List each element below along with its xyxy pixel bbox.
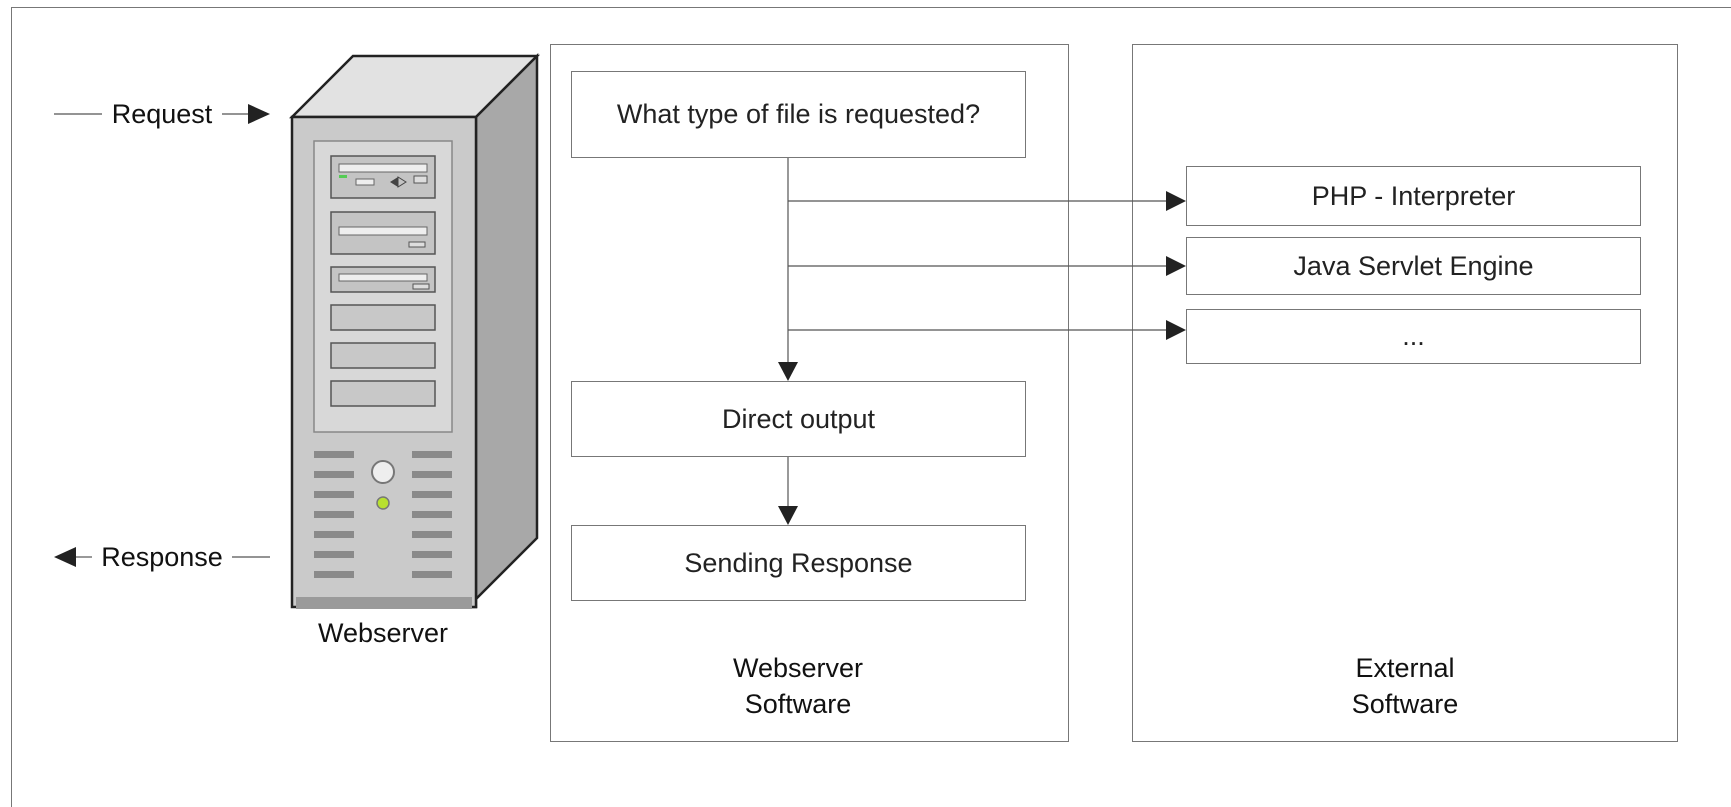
php-interpreter-text: PHP - Interpreter [1311,180,1516,211]
direct-output-text: Direct output [721,403,876,434]
java-servlet-engine-box: Java Servlet Engine [1186,237,1641,295]
external-software-caption-line2: Software [1351,689,1459,719]
direct-output-box: Direct output [571,381,1026,457]
question-text: What type of file is requested? [616,99,981,129]
external-software-caption-line1: External [1355,653,1455,683]
sending-response-text: Sending Response [684,547,913,578]
webserver-software-caption-line1: Webserver [732,653,864,683]
java-servlet-engine-text: Java Servlet Engine [1293,250,1534,281]
ellipsis-text: ... [1402,321,1425,351]
flow-lines [778,158,1186,525]
webserver-software-caption-line2: Software [744,689,852,719]
sending-response-box: Sending Response [571,525,1026,601]
diagram-frame [11,7,1731,807]
connectors [54,52,1186,609]
external-software-caption: External Software [1257,650,1553,722]
webserver-software-caption: Webserver Software [650,650,946,722]
external-software-panel [1132,44,1678,742]
server-tower-icon [288,52,541,609]
response-label: Response [101,542,223,572]
ellipsis-box: ... [1186,309,1641,364]
request-arrow [54,104,270,124]
request-label: Request [111,99,213,129]
response-arrow [54,547,270,567]
question-box: What type of file is requested? [571,71,1026,158]
php-interpreter-box: PHP - Interpreter [1186,166,1641,226]
server-caption: Webserver [317,618,449,648]
